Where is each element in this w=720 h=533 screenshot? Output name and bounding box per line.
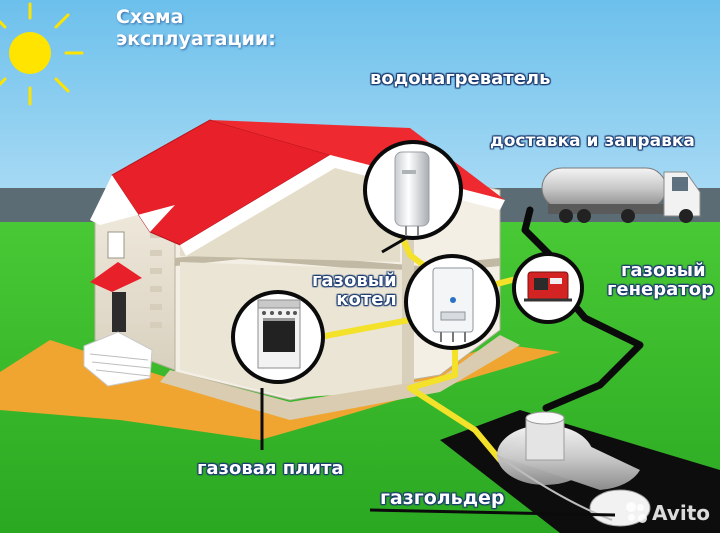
- stove-label: газовая плита: [197, 458, 344, 479]
- tanker-truck-icon: [541, 167, 701, 223]
- yard-paving: [0, 340, 560, 440]
- diagram-title: Схема эксплуатации:: [116, 6, 276, 51]
- title-line-2: эксплуатации:: [116, 27, 276, 50]
- avito-watermark-text: Avito: [652, 501, 710, 525]
- sun-icon: [0, 2, 84, 106]
- generator-label-line-2: генератор: [607, 278, 714, 300]
- gas-holder-pointer: [369, 508, 616, 517]
- title-line-1: Схема: [116, 6, 184, 28]
- boiler-label-line-1: газовый: [312, 270, 397, 291]
- delivery-label: доставка и заправка: [490, 131, 695, 151]
- gas-generator-callout: [512, 252, 584, 324]
- gas-stove-callout: [231, 290, 325, 450]
- boiler-label-line-2: котел: [336, 288, 397, 310]
- avito-watermark: Avito: [626, 501, 710, 525]
- avito-logo-icon: [626, 502, 648, 524]
- gas-generator-icon: [524, 271, 572, 302]
- water-heater-icon: [394, 151, 430, 236]
- gas-stove-icon: [257, 299, 301, 369]
- generator-label: газовый генератор: [607, 260, 714, 300]
- gas-holder-tank-icon: [496, 411, 651, 527]
- boiler-label: газовый котел: [312, 270, 397, 310]
- gas-holder-label: газгольдер: [380, 487, 505, 509]
- gas-boiler-callout: [404, 254, 500, 350]
- generator-label-line-1: газовый: [621, 260, 706, 281]
- water-heater-label: водонагреватель: [370, 68, 551, 89]
- gas-boiler-icon: [432, 267, 474, 342]
- water-heater-callout: [363, 140, 463, 254]
